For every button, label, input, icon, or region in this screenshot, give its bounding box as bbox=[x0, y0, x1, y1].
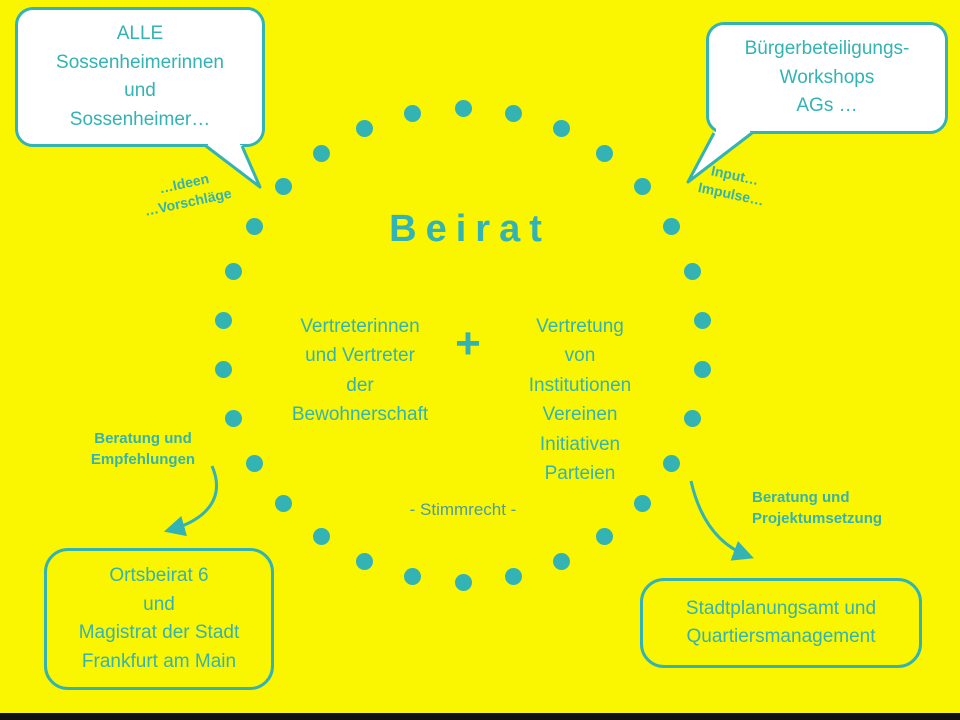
circle-dot bbox=[225, 263, 243, 281]
circle-dot bbox=[552, 119, 570, 137]
plus-sign: + bbox=[455, 319, 481, 368]
circle-dot bbox=[214, 361, 232, 379]
circle-dot bbox=[683, 409, 701, 427]
circle-dot bbox=[245, 455, 263, 472]
circle-dot bbox=[312, 144, 330, 162]
circle-dot bbox=[683, 263, 701, 281]
circle-dot bbox=[404, 104, 422, 122]
box-ortsbeirat-magistrat-text: Ortsbeirat 6 und Magistrat der Stadt Fra… bbox=[78, 565, 240, 672]
residents-representatives-text: Vertreterinnen und Vertreter der Bewohne… bbox=[291, 316, 429, 426]
advice-recommendations-label: Beratung und Empfehlungen bbox=[90, 430, 196, 468]
bubble-workshops: Bürgerbeteiligungs- Workshops AGs … bbox=[706, 22, 948, 134]
circle-dot bbox=[225, 409, 243, 427]
circle-dot bbox=[245, 218, 263, 235]
bubble-all-sossenheimer: ALLE Sossenheimerinnen und Sossenheimer… bbox=[15, 7, 265, 147]
circle-dot bbox=[596, 144, 614, 162]
circle-dot bbox=[663, 218, 681, 235]
advice-implementation-label: Beratung und Projektumsetzung bbox=[752, 489, 883, 527]
circle-dot bbox=[663, 455, 681, 472]
circle-dot bbox=[356, 119, 374, 137]
footer-bar bbox=[0, 713, 960, 720]
circle-dot bbox=[275, 177, 293, 195]
circle-dot bbox=[504, 104, 522, 122]
circle-dot bbox=[312, 528, 330, 546]
institutions-representation-text: Vertretung von Institutionen Vereinen In… bbox=[528, 316, 632, 485]
circle-dot bbox=[504, 568, 522, 586]
circle-dot bbox=[552, 553, 570, 570]
circle-dot bbox=[356, 553, 374, 570]
box-stadtplanungsamt: Stadtplanungsamt und Quartiersmanagement bbox=[640, 578, 922, 668]
circle-dot bbox=[454, 573, 472, 591]
voting-rights-note: - Stimmrecht - bbox=[409, 500, 517, 519]
circle-dot bbox=[633, 495, 651, 513]
bubble-all-sossenheimer-text: ALLE Sossenheimerinnen und Sossenheimer… bbox=[56, 23, 224, 130]
circle-dot bbox=[404, 568, 422, 586]
circle-dot bbox=[214, 311, 232, 329]
page-title: Beirat bbox=[389, 208, 551, 250]
circle-dot bbox=[694, 361, 712, 379]
circle-dot bbox=[633, 177, 651, 195]
circle-dot bbox=[596, 528, 614, 546]
circle-dot bbox=[694, 311, 712, 329]
box-ortsbeirat-magistrat: Ortsbeirat 6 und Magistrat der Stadt Fra… bbox=[44, 548, 274, 690]
box-stadtplanungsamt-text: Stadtplanungsamt und Quartiersmanagement bbox=[685, 597, 877, 648]
circle-dot bbox=[275, 495, 293, 513]
circle-dot bbox=[454, 99, 472, 117]
bubble-workshops-text: Bürgerbeteiligungs- Workshops AGs … bbox=[744, 38, 910, 117]
